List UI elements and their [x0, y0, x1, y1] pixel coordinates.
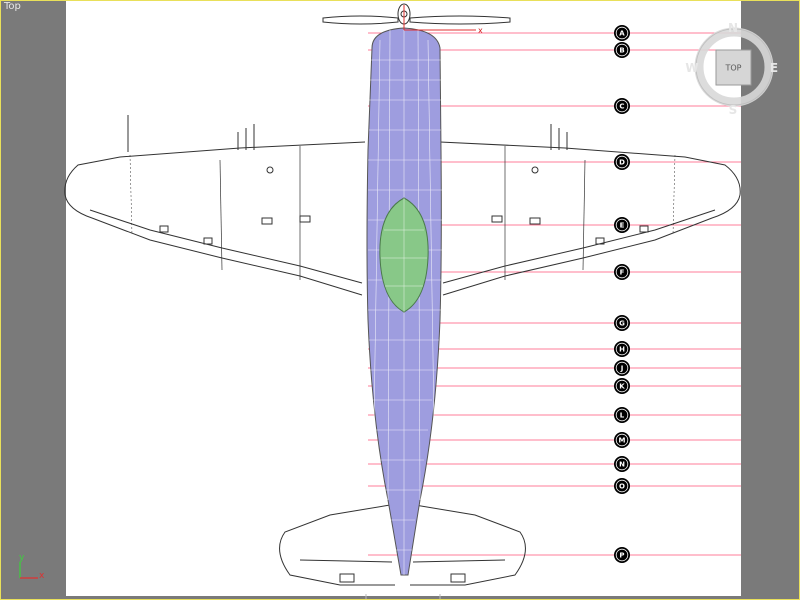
station-marker-l: L: [614, 407, 630, 423]
viewcube-face-label: TOP: [724, 64, 741, 73]
station-marker-b: B: [614, 42, 630, 58]
grid-ticks: [365, 594, 441, 599]
compass-east-label[interactable]: E: [770, 61, 778, 75]
station-marker-f: F: [614, 264, 630, 280]
viewcube-top-face[interactable]: [715, 49, 752, 86]
axis-y-label: y: [19, 553, 25, 563]
station-marker-h: H: [614, 341, 630, 357]
compass-west-label[interactable]: W: [685, 61, 698, 75]
station-label-h: H: [619, 346, 625, 354]
station-marker-d: D: [614, 154, 630, 170]
station-label-o: O: [619, 483, 625, 491]
compass-south-label[interactable]: S: [729, 103, 738, 117]
viewcube-compass-ring[interactable]: [694, 27, 774, 107]
station-label-e: E: [620, 222, 625, 230]
wing-outline: [64, 115, 741, 296]
station-label-p: P: [619, 552, 624, 560]
axis-x-label: x: [39, 571, 45, 581]
station-label-f: F: [620, 269, 625, 277]
station-label-m: M: [619, 437, 626, 445]
station-label-b: B: [619, 47, 624, 55]
station-marker-e: E: [614, 217, 630, 233]
station-marker-k: K: [614, 378, 630, 394]
viewport-label[interactable]: Top: [4, 1, 21, 12]
station-label-d: D: [619, 159, 625, 167]
station-label-k: K: [619, 383, 625, 391]
station-marker-j: J: [614, 360, 630, 376]
pivot-gizmo[interactable]: x: [403, 5, 483, 35]
station-label-c: C: [619, 103, 624, 111]
station-markers: A B C D E F G H J K L M N O P: [614, 25, 630, 563]
axis-tripod-gizmo: y x: [14, 553, 48, 584]
station-label-a: A: [619, 30, 625, 38]
viewcube[interactable]: TOP N S W E: [685, 21, 778, 117]
station-label-g: G: [619, 320, 625, 328]
propeller: [322, 3, 511, 25]
station-marker-n: N: [614, 456, 630, 472]
pivot-x-label: x: [478, 26, 483, 35]
station-label-l: L: [620, 412, 625, 420]
station-marker-g: G: [614, 315, 630, 331]
canopy-mesh[interactable]: [379, 197, 429, 313]
station-label-n: N: [619, 461, 625, 469]
station-marker-c: C: [614, 98, 630, 114]
compass-north-label[interactable]: N: [728, 21, 738, 35]
station-marker-m: M: [614, 432, 630, 448]
station-marker-p: P: [614, 547, 630, 563]
station-label-j: J: [620, 365, 624, 373]
station-marker-o: O: [614, 478, 630, 494]
tail-outline: [279, 504, 526, 586]
station-marker-a: A: [614, 25, 630, 41]
